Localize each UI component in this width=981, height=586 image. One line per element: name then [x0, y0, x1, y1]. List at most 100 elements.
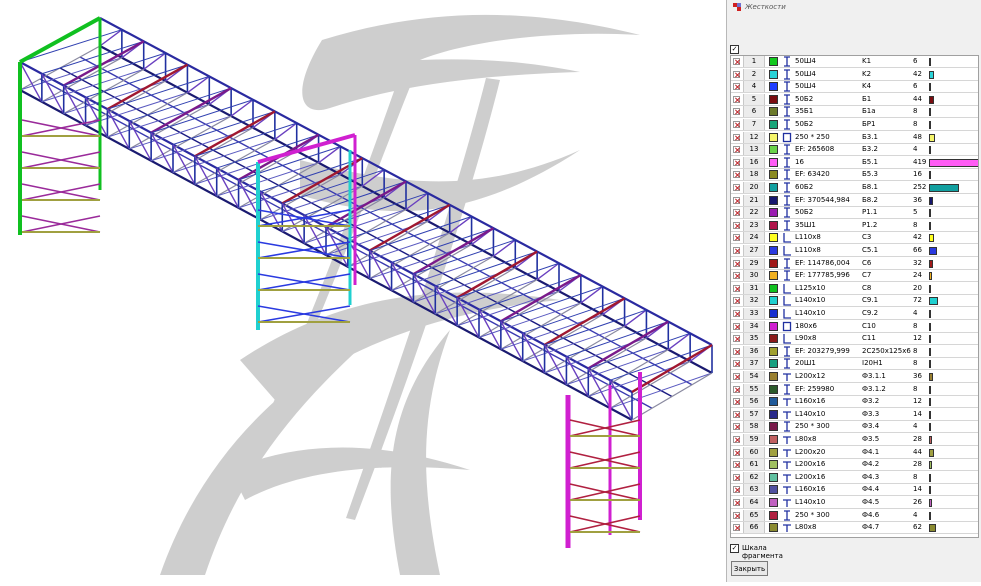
fragment-scale-checkbox[interactable]: ✓ — [730, 544, 739, 553]
color-swatch[interactable] — [769, 422, 778, 432]
row-visibility-checkbox[interactable] — [733, 234, 740, 242]
color-swatch[interactable] — [769, 409, 778, 419]
color-swatch[interactable] — [769, 271, 778, 281]
row-visibility-checkbox[interactable] — [733, 95, 740, 103]
color-swatch[interactable] — [769, 359, 778, 369]
row-visibility-checkbox[interactable] — [733, 221, 740, 229]
color-swatch[interactable] — [769, 57, 778, 66]
row-visibility-checkbox[interactable] — [733, 146, 740, 154]
close-button[interactable]: Закрыть — [731, 561, 768, 576]
color-swatch[interactable] — [769, 233, 778, 243]
color-swatch[interactable] — [769, 447, 778, 457]
row-visibility-checkbox[interactable] — [733, 158, 740, 166]
row-visibility-checkbox[interactable] — [733, 133, 740, 141]
color-swatch[interactable] — [769, 82, 778, 92]
row-visibility-checkbox[interactable] — [733, 524, 740, 532]
model-viewport[interactable] — [0, 0, 720, 582]
row-visibility-checkbox[interactable] — [733, 499, 740, 506]
row-visibility-checkbox[interactable] — [733, 410, 740, 418]
color-swatch[interactable] — [769, 472, 778, 482]
color-swatch[interactable] — [769, 296, 778, 306]
color-swatch[interactable] — [769, 510, 778, 520]
color-swatch[interactable] — [769, 246, 778, 255]
row-visibility-checkbox[interactable] — [733, 385, 740, 393]
color-swatch[interactable] — [769, 485, 778, 495]
row-visibility-checkbox[interactable] — [733, 70, 740, 78]
row-visibility-checkbox[interactable] — [733, 448, 740, 456]
color-swatch[interactable] — [769, 208, 778, 218]
color-swatch[interactable] — [769, 170, 778, 180]
row-visibility-checkbox[interactable] — [733, 360, 740, 368]
color-swatch[interactable] — [769, 120, 778, 129]
row-visibility-checkbox[interactable] — [733, 436, 740, 443]
row-visibility-checkbox[interactable] — [733, 297, 740, 305]
color-swatch[interactable] — [769, 309, 778, 318]
row-visibility-checkbox[interactable] — [733, 473, 740, 481]
row-visibility-checkbox[interactable] — [733, 322, 740, 330]
color-swatch[interactable] — [769, 372, 778, 381]
row-visibility-checkbox[interactable] — [733, 171, 740, 179]
row-visibility-checkbox[interactable] — [733, 310, 740, 317]
row-visibility-checkbox[interactable] — [733, 83, 740, 91]
color-swatch[interactable] — [769, 183, 778, 192]
color-swatch[interactable] — [769, 334, 778, 344]
color-swatch[interactable] — [769, 283, 778, 293]
row-visibility-checkbox[interactable] — [733, 423, 740, 431]
color-swatch[interactable] — [769, 107, 778, 117]
row-visibility-checkbox[interactable] — [733, 347, 740, 355]
color-swatch[interactable] — [769, 346, 778, 356]
row-visibility-checkbox[interactable] — [733, 284, 740, 292]
color-swatch[interactable] — [769, 397, 778, 407]
row-visibility-checkbox[interactable] — [733, 196, 740, 204]
row-visibility-checkbox[interactable] — [733, 335, 740, 343]
color-swatch[interactable] — [769, 384, 778, 394]
color-swatch[interactable] — [769, 145, 778, 155]
color-swatch[interactable] — [769, 258, 778, 268]
row-visibility-checkbox[interactable] — [733, 272, 740, 280]
row-visibility-checkbox[interactable] — [733, 486, 740, 494]
color-swatch[interactable] — [769, 157, 778, 167]
color-swatch[interactable] — [769, 460, 778, 470]
color-swatch[interactable] — [769, 69, 778, 79]
row-visibility-checkbox[interactable] — [733, 121, 740, 128]
row-visibility-checkbox[interactable] — [733, 398, 740, 406]
row-visibility-checkbox[interactable] — [733, 58, 740, 65]
row-visibility-checkbox[interactable] — [733, 511, 740, 519]
color-swatch[interactable] — [769, 321, 778, 331]
row-visibility-checkbox[interactable] — [733, 108, 740, 116]
color-swatch[interactable] — [769, 220, 778, 230]
color-swatch[interactable] — [769, 132, 778, 142]
row-visibility-checkbox[interactable] — [733, 259, 740, 267]
row-visibility-checkbox[interactable] — [733, 373, 740, 380]
